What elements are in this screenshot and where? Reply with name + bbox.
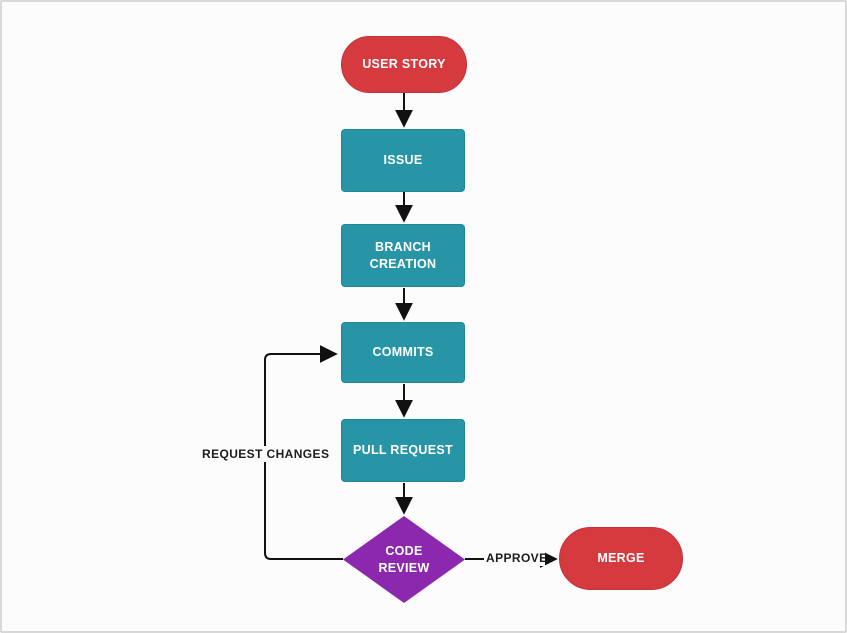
node-pull-request: PULL REQUEST [341,419,465,482]
node-merge: MERGE [559,527,683,590]
edge-label-request-changes: REQUEST CHANGES [200,446,330,462]
node-user-story: USER STORY [341,36,467,93]
node-code-review-label: CODE REVIEW [378,543,430,575]
node-pull-request-label: PULL REQUEST [353,443,453,458]
node-merge-label: MERGE [597,551,645,566]
node-branch-creation: BRANCH CREATION [341,224,465,287]
node-issue-label: ISSUE [383,153,423,168]
node-commits-label: COMMITS [372,345,434,360]
node-code-review: CODE REVIEW [343,516,465,603]
node-commits: COMMITS [341,322,465,383]
node-issue: ISSUE [341,129,465,192]
node-branch-creation-label: BRANCH CREATION [369,239,437,271]
node-user-story-label: USER STORY [362,57,446,72]
edge-label-approve: APPROVE [484,550,548,566]
